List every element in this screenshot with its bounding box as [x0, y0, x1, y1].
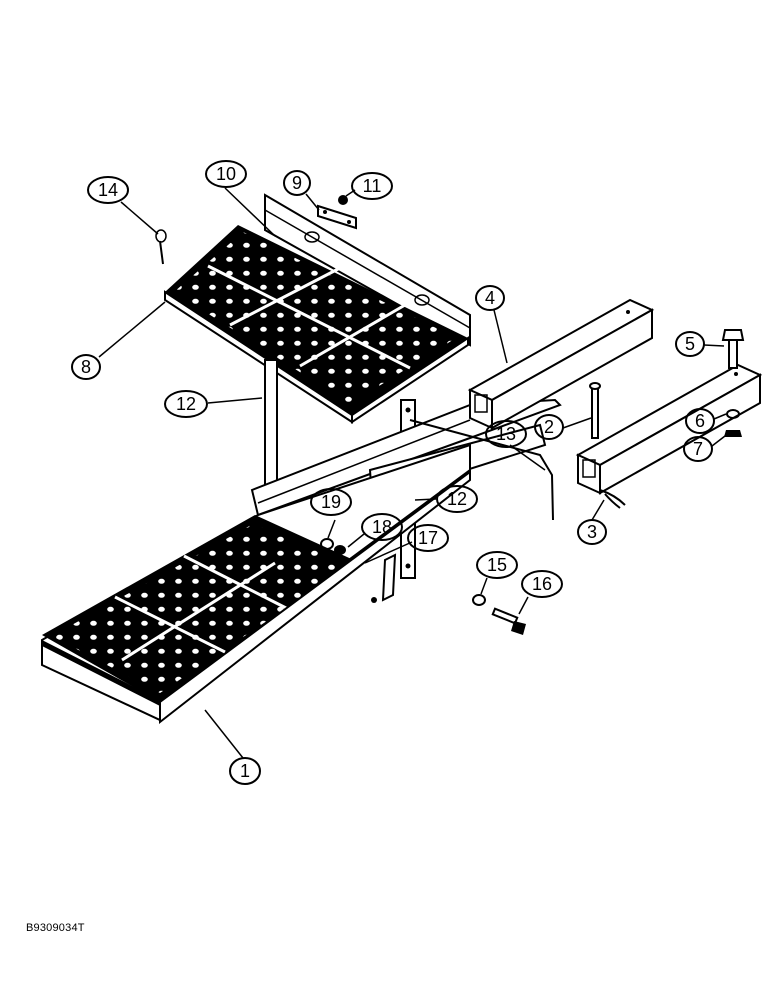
- svg-text:3: 3: [587, 522, 597, 542]
- callout-10: 10: [205, 160, 247, 188]
- svg-text:11: 11: [363, 176, 382, 196]
- pin-part-2: [589, 382, 601, 439]
- bolt-part-11: [338, 195, 348, 205]
- pin-part-14: [155, 229, 167, 265]
- callout-17: 17: [407, 524, 449, 552]
- tube-right: [575, 363, 763, 495]
- svg-text:2: 2: [544, 417, 554, 437]
- svg-text:10: 10: [216, 164, 236, 184]
- callout-2: 2: [534, 414, 564, 440]
- nut-part-7: [724, 430, 742, 437]
- callout-4: 4: [475, 285, 505, 311]
- support-strap-left: [264, 359, 278, 493]
- callout-8: 8: [71, 354, 101, 380]
- washer-part-6: [726, 409, 740, 419]
- handle-part-13: [409, 419, 554, 521]
- svg-text:15: 15: [487, 555, 507, 575]
- callout-5: 5: [675, 331, 705, 357]
- washer-part-15: [472, 594, 486, 606]
- svg-text:12: 12: [176, 394, 196, 414]
- svg-text:16: 16: [532, 574, 552, 594]
- callout-12a: 12: [164, 390, 208, 418]
- svg-text:14: 14: [98, 180, 118, 200]
- callout-3: 3: [577, 519, 607, 545]
- figure-code: B9309034T: [26, 922, 85, 934]
- svg-text:6: 6: [695, 411, 705, 431]
- svg-text:18: 18: [372, 517, 392, 537]
- svg-text:12: 12: [447, 489, 467, 509]
- callout-18: 18: [361, 513, 403, 541]
- bolt-part-5: [721, 329, 745, 369]
- callout-19: 19: [310, 488, 352, 516]
- nut-part-18: [334, 545, 346, 555]
- washer-part-19: [320, 538, 334, 550]
- svg-text:7: 7: [693, 439, 703, 459]
- callout-13: 13: [485, 420, 527, 448]
- callout-16: 16: [521, 570, 563, 598]
- svg-text:1: 1: [240, 761, 250, 781]
- callout-15: 15: [476, 551, 518, 579]
- svg-text:4: 4: [485, 288, 495, 308]
- svg-text:9: 9: [292, 173, 302, 193]
- upper-step-assembly: [164, 193, 471, 424]
- bolt-part-16: [491, 607, 526, 635]
- svg-text:19: 19: [321, 492, 341, 512]
- clip-part-3: [599, 489, 626, 509]
- svg-text:13: 13: [496, 424, 516, 444]
- callout-6: 6: [685, 408, 715, 434]
- callout-7: 7: [683, 436, 713, 462]
- tube-part-4: [467, 298, 655, 430]
- svg-text:17: 17: [418, 528, 438, 548]
- lower-step-assembly: [41, 398, 562, 725]
- callout-12b: 12: [436, 485, 478, 513]
- bracket-part-9: [317, 204, 357, 230]
- svg-text:5: 5: [685, 334, 695, 354]
- svg-text:8: 8: [81, 357, 91, 377]
- callout-9: 9: [283, 170, 311, 196]
- callout-1: 1: [229, 757, 261, 785]
- leader-lines: [98, 187, 727, 759]
- callout-14: 14: [87, 176, 129, 204]
- callout-11: 11: [351, 172, 393, 200]
